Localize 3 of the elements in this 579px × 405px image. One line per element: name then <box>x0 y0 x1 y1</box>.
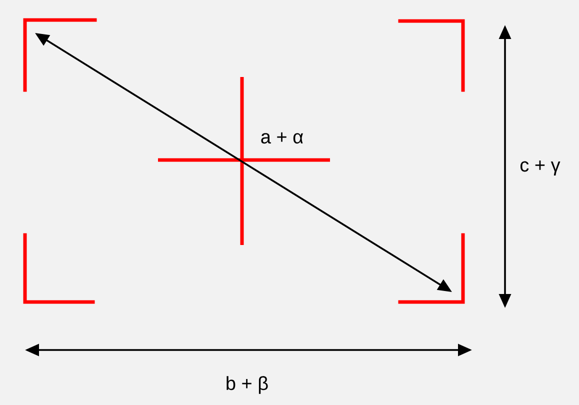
dimension-label: c + γ <box>520 160 560 176</box>
dimension-label: a + α <box>261 132 304 144</box>
dimension-label: b + β <box>226 376 268 394</box>
